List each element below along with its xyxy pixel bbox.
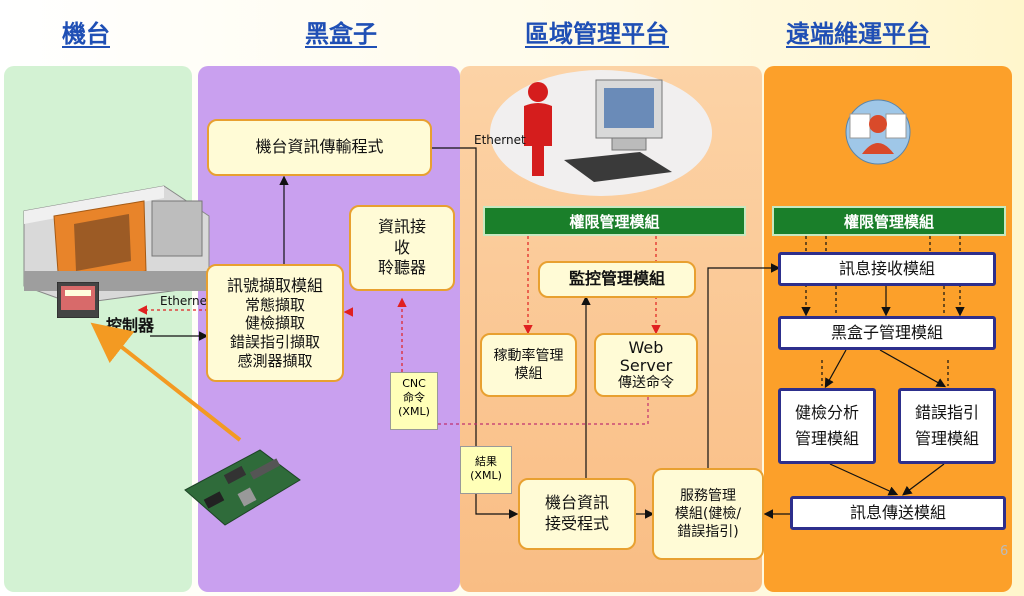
listener-line3: 聆聽器	[377, 258, 426, 278]
result-xml-note: 結果 (XML)	[460, 446, 512, 494]
ethernet-label-blackbox: Ethernet	[160, 294, 212, 308]
controller-screen-icon	[57, 282, 99, 318]
signal-module-title: 訊號擷取模組	[226, 275, 323, 295]
circuit-board-image	[184, 449, 301, 526]
column-title-blackbox: 黑盒子	[305, 20, 377, 48]
remote-user-globe-icon	[845, 99, 911, 165]
signal-item-error: 錯誤指引擷取	[229, 333, 320, 351]
column-title-regional: 區域管理平台	[525, 20, 669, 48]
service-module-box: 服務管理 模組(健檢/ 錯誤指引)	[652, 468, 764, 560]
cnc-command-note: CNC 命令 (XML)	[390, 372, 438, 430]
ethernet-label-regional: Ethernet	[474, 133, 526, 147]
transfer-program-label: 機台資訊傳輸程式	[255, 137, 384, 157]
health-line1: 健檢分析	[794, 403, 859, 423]
signal-capture-module-box: 訊號擷取模組 常態擷取 健檢擷取 錯誤指引擷取 感測器擷取	[206, 264, 344, 382]
health-analysis-box: 健檢分析 管理模組	[778, 388, 876, 464]
utilization-module-box: 稼動率管理 模組	[480, 333, 577, 397]
remote-auth-module: 權限管理模組	[772, 206, 1006, 236]
send-module-label: 訊息傳送模組	[849, 503, 946, 523]
blackbox-management-box: 黑盒子管理模組	[778, 316, 996, 350]
health-line2: 管理模組	[794, 429, 859, 448]
monitor-module-box: 監控管理模組	[538, 261, 696, 298]
blackbox-management-label: 黑盒子管理模組	[830, 323, 943, 343]
error-guide-box: 錯誤指引 管理模組	[898, 388, 996, 464]
web-line3: 傳送命令	[618, 375, 674, 392]
receive-module-box: 訊息接收模組	[778, 252, 996, 286]
result-line2: (XML)	[470, 468, 502, 482]
regional-auth-label: 權限管理模組	[569, 212, 660, 231]
receiver-line1: 機台資訊	[544, 493, 609, 513]
error-line1: 錯誤指引	[914, 403, 979, 423]
service-line3: 錯誤指引)	[677, 524, 739, 541]
web-server-box: Web Server 傳送命令	[594, 333, 698, 397]
error-line2: 管理模組	[914, 429, 979, 448]
transfer-program-box: 機台資訊傳輸程式	[207, 119, 432, 176]
cnc-machine-image	[23, 185, 210, 305]
web-line2: Server	[619, 355, 673, 375]
monitor-module-label: 監控管理模組	[568, 269, 665, 289]
signal-item-sensor: 感測器擷取	[237, 351, 313, 370]
user-computer-icon	[524, 79, 672, 182]
utilization-line1: 稼動率管理	[493, 347, 564, 364]
listener-line1: 資訊接	[377, 216, 426, 236]
receiver-line2: 接受程式	[544, 514, 609, 533]
web-line1: Web	[628, 337, 664, 357]
column-title-remote: 遠端維運平台	[786, 20, 930, 48]
signal-item-normal: 常態擷取	[244, 295, 305, 314]
signal-item-health: 健檢擷取	[244, 314, 305, 333]
service-line2: 模組(健檢/	[674, 505, 742, 522]
listener-box: 資訊接 收 聆聽器	[349, 205, 455, 291]
cnc-line1: CNC	[402, 377, 426, 390]
column-title-machine: 機台	[62, 20, 110, 48]
receiver-program-box: 機台資訊 接受程式	[518, 478, 636, 550]
remote-auth-label: 權限管理模組	[843, 212, 934, 231]
cnc-line2: 命令	[403, 390, 425, 404]
listener-line2: 收	[393, 237, 410, 257]
result-line1: 結果	[475, 455, 497, 468]
send-module-box: 訊息傳送模組	[790, 496, 1006, 530]
service-line1: 服務管理	[680, 487, 736, 504]
utilization-line2: 模組	[514, 366, 543, 382]
receive-module-label: 訊息接收模組	[838, 259, 935, 279]
page-number: 6	[1000, 544, 1009, 559]
cnc-line3: (XML)	[398, 404, 430, 418]
regional-auth-module: 權限管理模組	[483, 206, 746, 236]
